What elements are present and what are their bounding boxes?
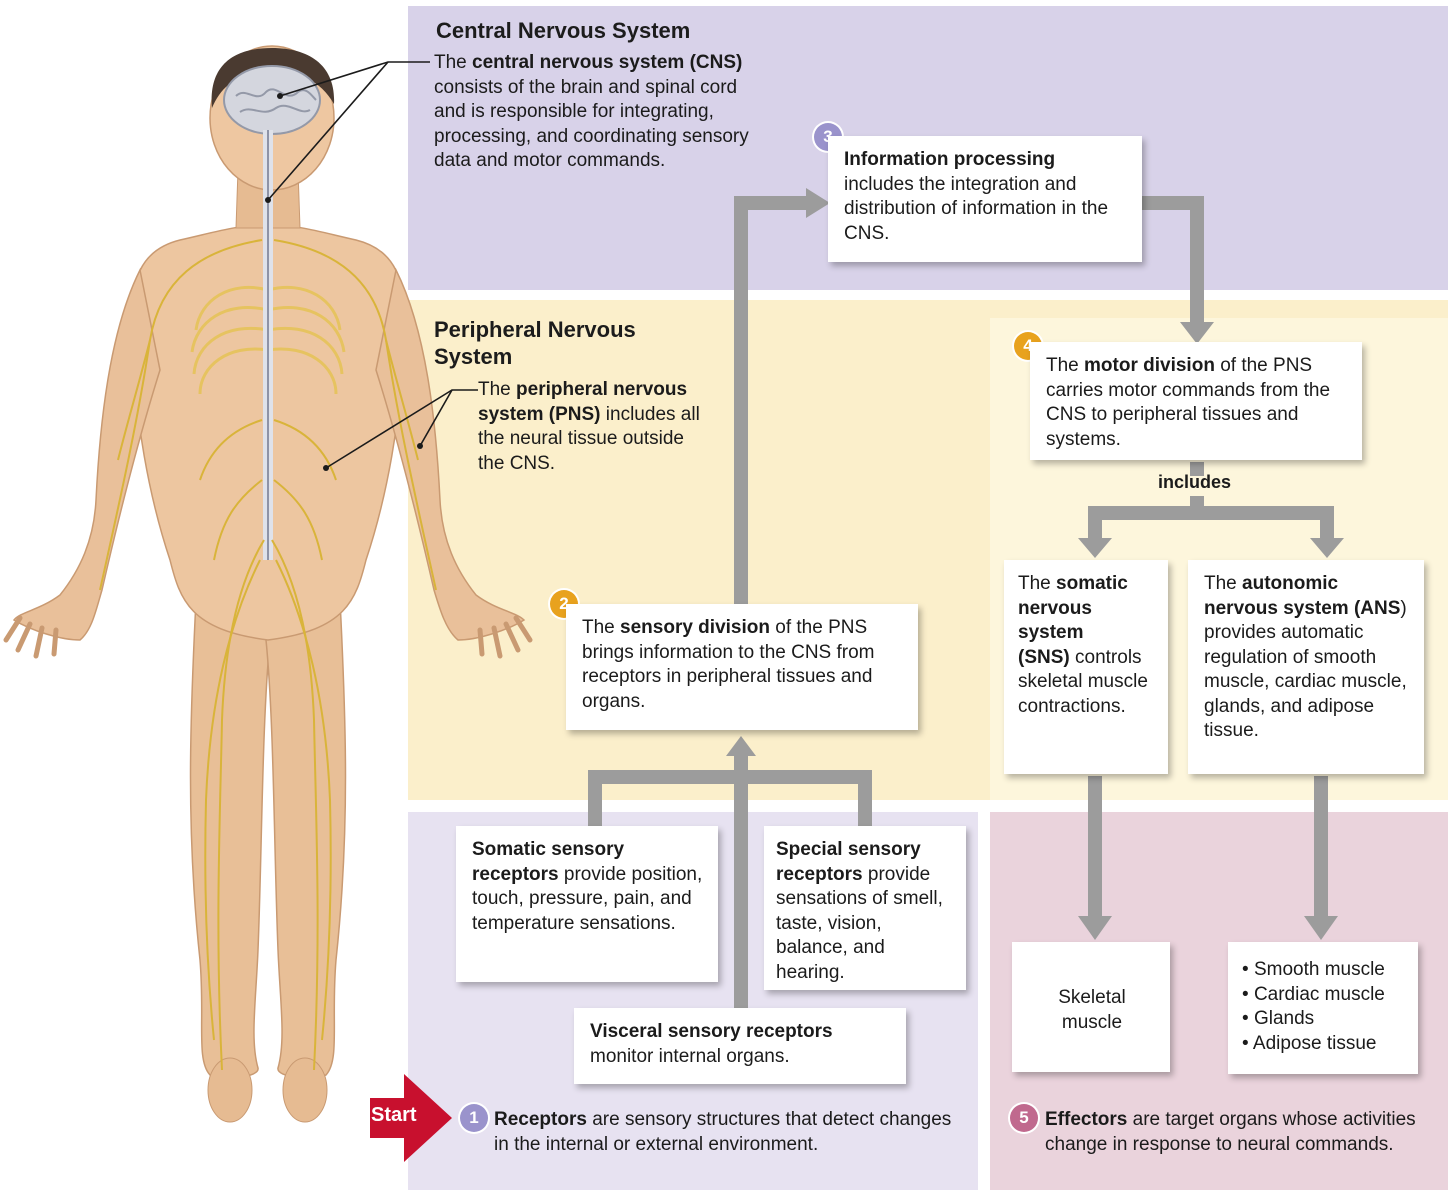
sensory-division-box: The sensory division of the PNS brings i…	[566, 604, 918, 730]
pns-description: The peripheral nervous system (PNS) incl…	[478, 378, 703, 476]
visceral-sensory-text: monitor internal organs.	[590, 1046, 790, 1067]
information-processing-title: Information processing	[844, 149, 1055, 170]
pns-desc-pre: The	[478, 379, 516, 400]
information-processing-text: includes the integration and distributio…	[844, 174, 1108, 244]
motor-division-title: motor division	[1084, 355, 1215, 376]
step-1-badge: 1	[460, 1104, 488, 1132]
start-label: Start	[371, 1104, 417, 1127]
ans-abbrev: (ANS	[1354, 598, 1400, 619]
effector-list-box: • Smooth muscle • Cardiac muscle • Gland…	[1228, 942, 1418, 1074]
effectors-description: Effectors are target organs whose activi…	[1045, 1108, 1440, 1157]
cns-desc-post: consists of the brain and spinal cord an…	[434, 77, 749, 172]
motor-division-pre: The	[1046, 355, 1084, 376]
effector-list-item: • Smooth muscle	[1242, 958, 1404, 983]
pns-heading: Peripheral Nervous System	[434, 316, 694, 370]
step-5-badge: 5	[1010, 1104, 1038, 1132]
special-sensory-receptors-box: Special sensory receptors provide sensat…	[764, 826, 966, 990]
effectors-title: Effectors	[1045, 1109, 1127, 1130]
effector-item-text: Cardiac muscle	[1254, 984, 1385, 1005]
sns-pre: The	[1018, 573, 1056, 594]
includes-label: includes	[1158, 472, 1231, 493]
sns-abbrev: (SNS)	[1018, 647, 1070, 668]
effector-list-item: • Cardiac muscle	[1242, 983, 1404, 1008]
human-body-illustration	[6, 46, 530, 1122]
effector-list-item: • Glands	[1242, 1007, 1404, 1032]
sensory-division-pre: The	[582, 617, 620, 638]
visceral-sensory-receptors-box: Visceral sensory receptors monitor inter…	[574, 1008, 906, 1084]
effector-item-text: Adipose tissue	[1253, 1033, 1377, 1054]
somatic-nervous-system-box: The somatic nervous system(SNS) controls…	[1004, 560, 1168, 774]
information-processing-box: Information processing includes the inte…	[828, 136, 1142, 262]
sensory-division-title: sensory division	[620, 617, 770, 638]
cns-desc-pre: The	[434, 52, 472, 73]
effector-list-item: • Adipose tissue	[1242, 1032, 1404, 1057]
cns-description: The central nervous system (CNS) consist…	[434, 51, 764, 174]
receptors-description: Receptors are sensory structures that de…	[494, 1108, 960, 1157]
ans-pre: The	[1204, 573, 1242, 594]
receptors-title: Receptors	[494, 1109, 587, 1130]
pns-desc-bold-2: (PNS)	[549, 404, 601, 425]
skeletal-muscle-box: Skeletal muscle	[1012, 942, 1170, 1072]
motor-division-box: The motor division of the PNS carries mo…	[1030, 342, 1362, 460]
cns-heading: Central Nervous System	[436, 17, 690, 44]
ans-text: ) provides automatic regulation of smoot…	[1204, 598, 1407, 742]
effector-item-text: Glands	[1254, 1008, 1314, 1029]
effector-item-text: Smooth muscle	[1254, 959, 1385, 980]
skeletal-muscle-text: Skeletal muscle	[1058, 987, 1126, 1033]
somatic-sensory-receptors-box: Somatic sensory receptors provide positi…	[456, 826, 718, 982]
effector-list: • Smooth muscle • Cardiac muscle • Gland…	[1242, 958, 1404, 1056]
visceral-sensory-title: Visceral sensory receptors	[590, 1021, 833, 1042]
cns-desc-bold: central nervous system (CNS)	[472, 52, 742, 73]
autonomic-nervous-system-box: The autonomic nervous system (ANS) provi…	[1188, 560, 1424, 774]
